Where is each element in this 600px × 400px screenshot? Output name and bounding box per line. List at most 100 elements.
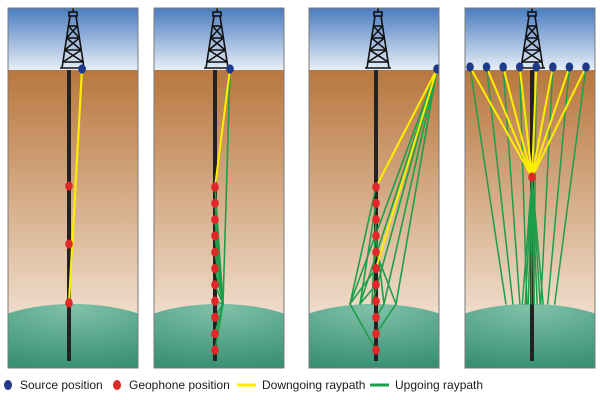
upgoing-raypath bbox=[371, 68, 438, 305]
geophone-marker bbox=[372, 198, 380, 208]
derrick-icon bbox=[204, 8, 230, 69]
upgoing-raypath bbox=[375, 251, 397, 305]
upgoing-raypath bbox=[395, 68, 438, 305]
source-marker bbox=[565, 62, 574, 72]
sky bbox=[8, 8, 138, 70]
source-marker bbox=[515, 62, 524, 72]
source-marker bbox=[78, 64, 86, 74]
source-marker bbox=[549, 62, 557, 72]
sky bbox=[465, 8, 595, 70]
source-marker bbox=[433, 64, 439, 74]
upgoing-raypath bbox=[375, 303, 397, 335]
geophone-marker bbox=[372, 263, 380, 274]
legend-label-downgoing: Downgoing raypath bbox=[262, 378, 365, 392]
legend-label-source: Source position bbox=[20, 378, 103, 392]
downgoing-raypath bbox=[531, 66, 554, 178]
geophone-marker bbox=[211, 312, 219, 322]
geophone-marker bbox=[372, 312, 380, 322]
downgoing-raypath bbox=[531, 66, 587, 178]
geophone-marker bbox=[372, 247, 380, 257]
downgoing-raypath bbox=[214, 68, 231, 188]
downgoing-raypath bbox=[485, 66, 533, 178]
geophone-marker bbox=[211, 231, 219, 241]
panel-frame bbox=[308, 7, 440, 369]
downgoing-raypath bbox=[68, 68, 83, 304]
borehole bbox=[67, 70, 71, 361]
legend-item-geophone: Geophone position bbox=[113, 378, 230, 392]
upgoing-raypath bbox=[553, 66, 587, 305]
geophone-marker bbox=[211, 345, 219, 355]
geophone-marker bbox=[211, 198, 219, 208]
reflector-layer bbox=[8, 304, 138, 368]
panel-zero-offset-vsp bbox=[7, 7, 139, 369]
downgoing-raypath bbox=[375, 68, 438, 188]
geophone-marker bbox=[65, 239, 73, 249]
geophone-marker bbox=[372, 231, 380, 241]
geophone-marker bbox=[528, 172, 536, 182]
geophone-marker bbox=[372, 182, 380, 192]
sky bbox=[154, 8, 284, 70]
legend-label-geophone: Geophone position bbox=[129, 378, 230, 392]
geophone-marker bbox=[372, 296, 380, 306]
source-marker bbox=[499, 62, 507, 72]
legend-item-source: Source position bbox=[4, 378, 103, 392]
source-marker bbox=[482, 62, 491, 72]
geophone-marker bbox=[211, 247, 219, 257]
downgoing-raypath bbox=[502, 66, 533, 178]
upgoing-raypath bbox=[485, 66, 514, 305]
upgoing-raypath bbox=[214, 267, 224, 305]
upgoing-raypath bbox=[533, 66, 538, 305]
geophone-marker bbox=[65, 298, 73, 308]
upgoing-raypath bbox=[349, 68, 438, 305]
geophone-marker bbox=[211, 280, 219, 290]
upgoing-raypath bbox=[521, 176, 533, 305]
panel-frame bbox=[464, 7, 596, 369]
downgoing-raypath bbox=[531, 66, 571, 178]
legend: Source position Geophone position Downgo… bbox=[4, 378, 483, 392]
upgoing-raypath bbox=[349, 303, 377, 351]
source-marker bbox=[532, 62, 541, 72]
upgoing-raypath bbox=[349, 267, 377, 305]
upgoing-raypath bbox=[349, 186, 377, 305]
panel-walkaway-vsp bbox=[464, 7, 596, 369]
source-marker bbox=[226, 64, 234, 74]
upgoing-raypath bbox=[375, 235, 385, 305]
upgoing-raypath bbox=[502, 66, 521, 305]
geophone-marker bbox=[211, 296, 219, 306]
geophone-marker bbox=[65, 181, 73, 191]
downgoing-raypath bbox=[531, 66, 538, 178]
upgoing-raypath bbox=[383, 68, 438, 305]
panel-frame bbox=[153, 7, 285, 369]
panel-zero-offset-vsp-array bbox=[153, 7, 285, 369]
upgoing-raypath bbox=[469, 66, 507, 305]
panel-frame bbox=[7, 7, 139, 369]
upgoing-raypath bbox=[214, 303, 224, 351]
source-marker-icon bbox=[4, 380, 12, 390]
legend-item-downgoing: Downgoing raypath bbox=[237, 378, 365, 392]
upgoing-raypath bbox=[222, 68, 231, 305]
reflector-layer bbox=[154, 304, 284, 368]
downgoing-raypath bbox=[518, 66, 533, 178]
geophone-marker bbox=[211, 215, 219, 225]
geophone-marker-icon bbox=[113, 380, 121, 390]
geophone-marker bbox=[372, 280, 380, 290]
downgoing-raypath bbox=[469, 66, 533, 178]
reflector-layer bbox=[465, 304, 595, 368]
geophone-marker bbox=[211, 329, 219, 339]
panel-offset-vsp bbox=[308, 7, 440, 369]
legend-item-upgoing: Upgoing raypath bbox=[370, 378, 483, 392]
geophone-marker bbox=[211, 182, 219, 192]
geophone-marker bbox=[372, 329, 380, 339]
geophone-marker bbox=[372, 345, 380, 355]
geophone-marker bbox=[211, 263, 219, 274]
derrick-icon bbox=[519, 8, 545, 69]
derrick-icon bbox=[60, 8, 86, 69]
downgoing-raypath bbox=[375, 68, 438, 269]
source-marker bbox=[466, 62, 474, 72]
legend-label-upgoing: Upgoing raypath bbox=[395, 378, 483, 392]
geophone-marker bbox=[372, 215, 380, 225]
source-marker bbox=[582, 62, 590, 72]
derrick-icon bbox=[365, 8, 391, 69]
upgoing-raypath bbox=[540, 66, 554, 305]
